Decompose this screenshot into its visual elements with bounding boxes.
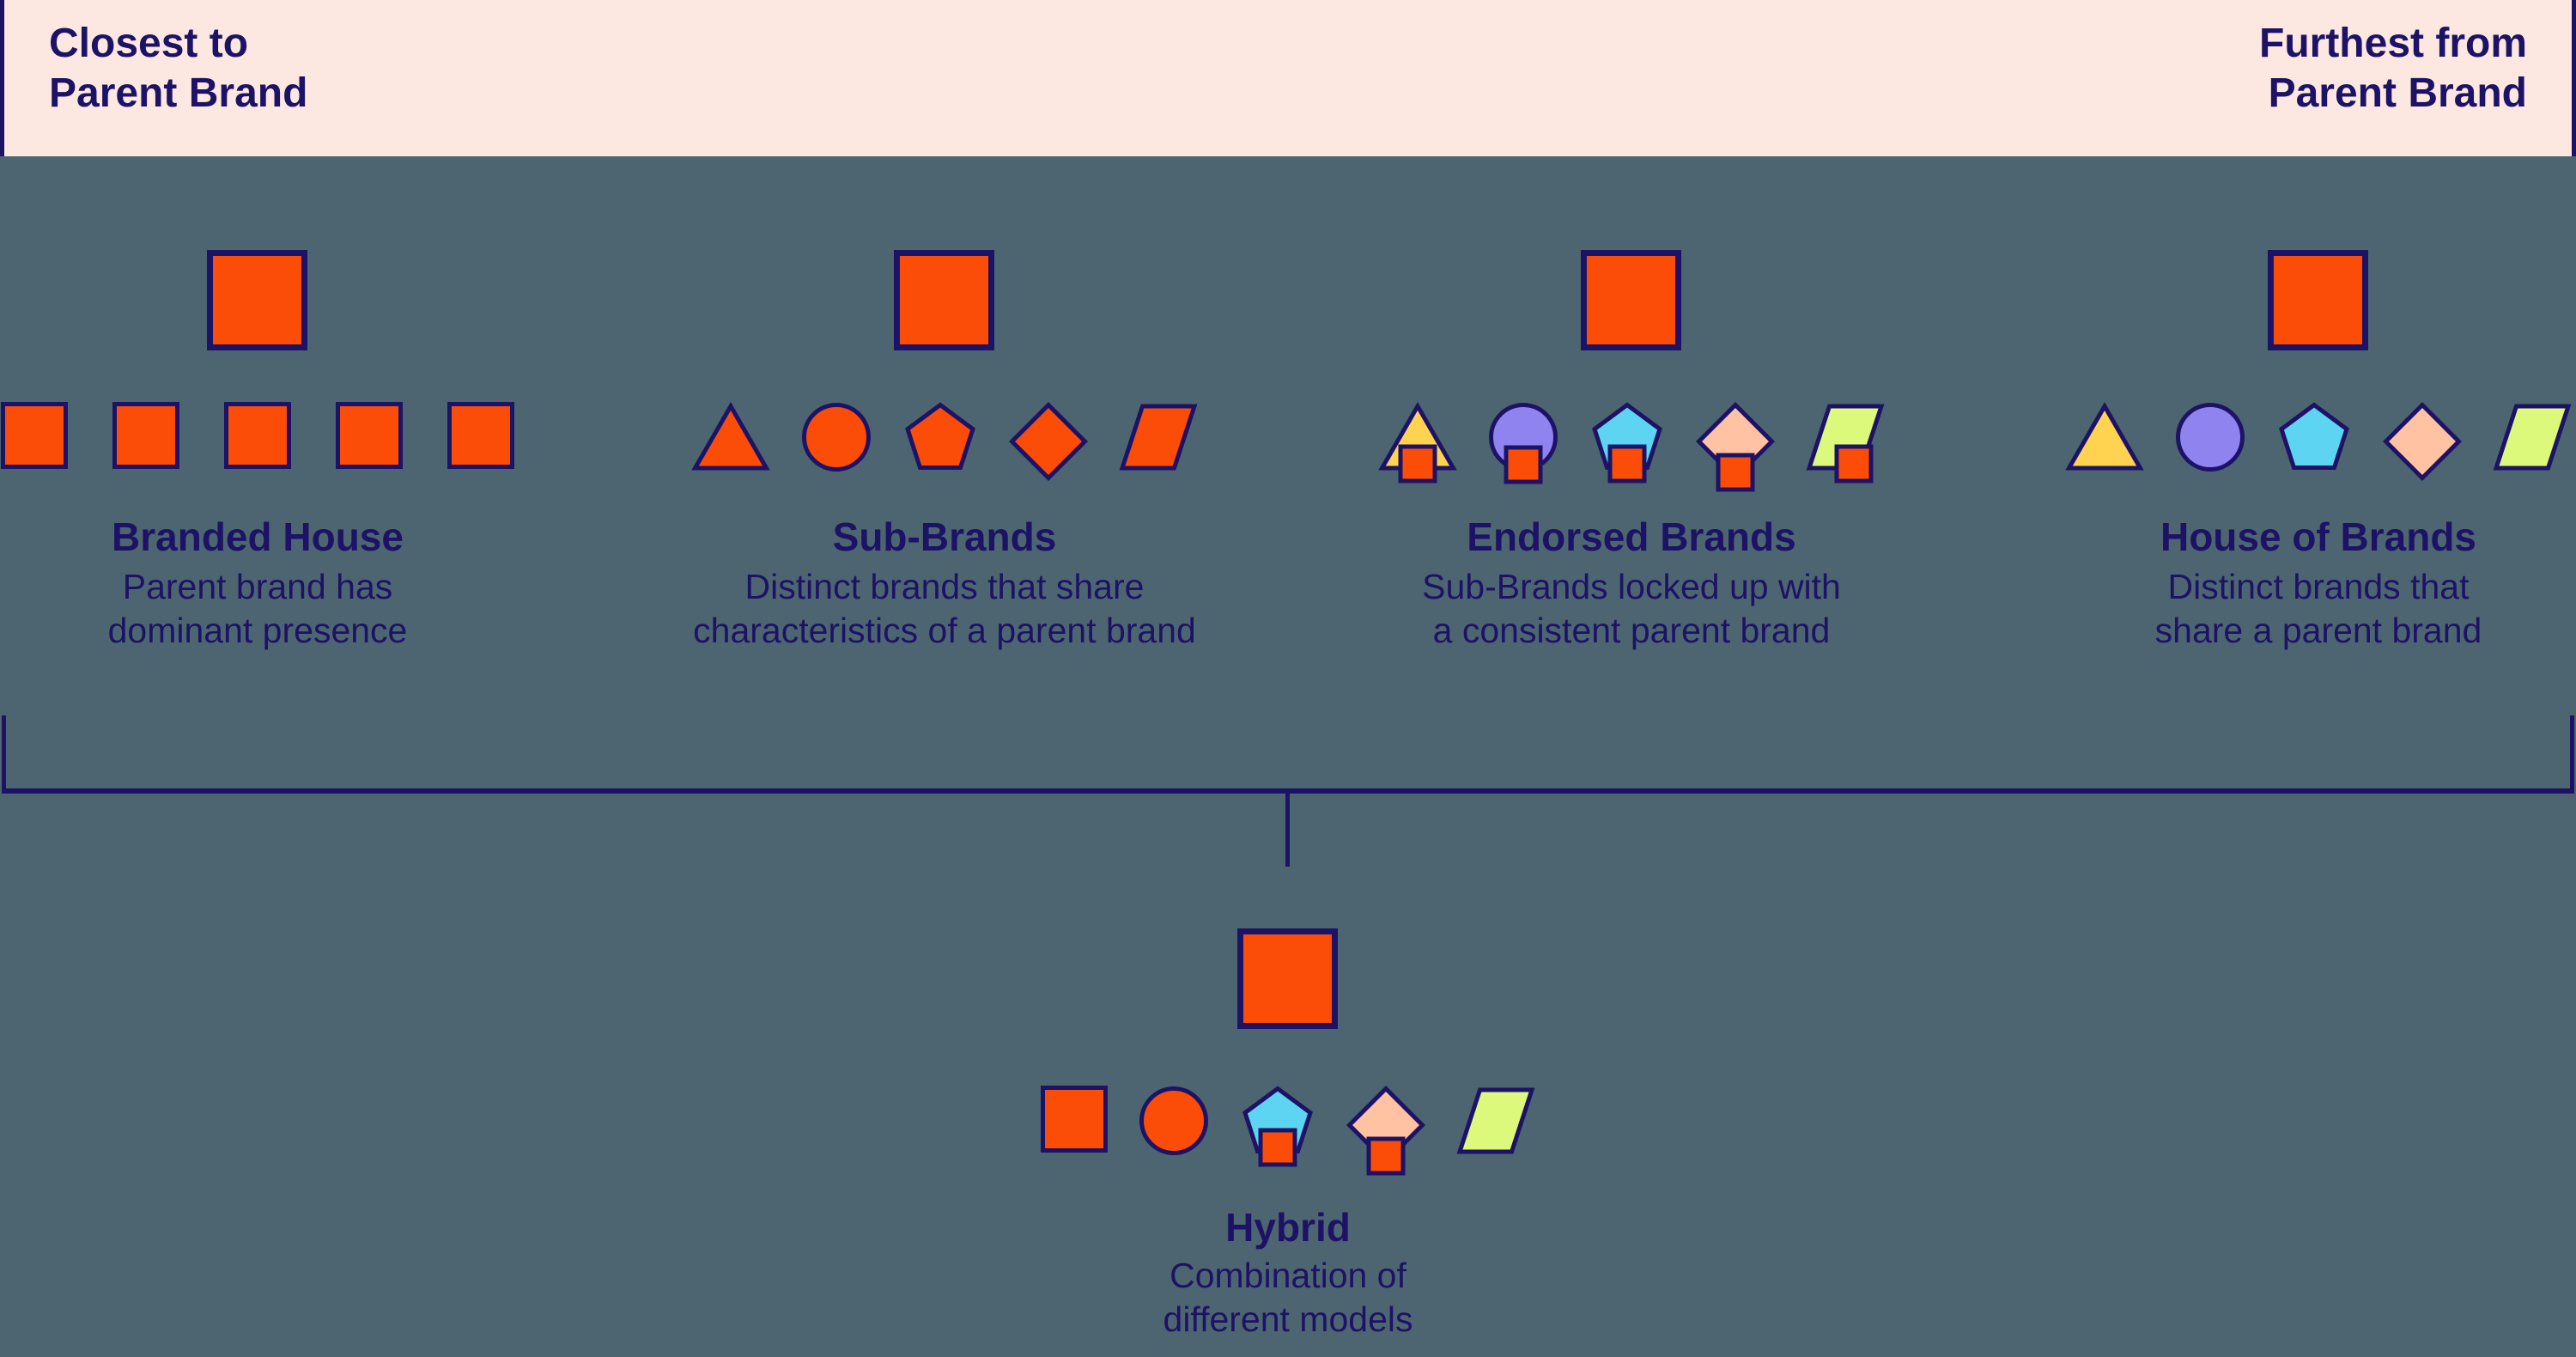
section-title: Hybrid xyxy=(1225,1205,1351,1250)
circle-shape xyxy=(2176,403,2245,472)
square-shape xyxy=(112,402,179,469)
parent-shape xyxy=(1581,250,1681,350)
pentagon-shape xyxy=(2279,402,2349,470)
parent-shape xyxy=(2268,250,2368,350)
triangle-shape xyxy=(1378,401,1457,484)
parallelogram-shape xyxy=(2493,404,2572,471)
section-description: Combination of different models xyxy=(1163,1256,1413,1339)
pentagon-shape xyxy=(1242,1086,1313,1167)
section-hybrid: Hybrid Combination of different models xyxy=(987,0,1589,1357)
parallelogram-shape xyxy=(1806,404,1885,484)
diamond-shape xyxy=(1695,401,1776,492)
parallelogram-shape xyxy=(1456,1087,1535,1154)
circle-shape xyxy=(802,403,871,472)
parallelogram-shape xyxy=(1119,404,1198,471)
triangle-shape xyxy=(691,401,770,471)
circle-shape xyxy=(1489,403,1558,484)
child-brands-row xyxy=(2018,401,2576,482)
square-shape xyxy=(1041,1086,1108,1153)
child-brands-row xyxy=(987,1085,1589,1177)
parent-brand-square xyxy=(1237,928,1338,1029)
pentagon-shape xyxy=(905,402,975,470)
column-endorsed-brands: Endorsed Brands Sub-Brands locked up wit… xyxy=(1331,0,1932,1357)
parent-shape xyxy=(894,250,994,350)
diamond-shape xyxy=(1346,1085,1426,1176)
column-title: Branded House xyxy=(112,514,404,559)
closest-to-parent-brand-label: Closest to Parent Brand xyxy=(49,21,308,116)
parent-brand-square xyxy=(894,250,994,350)
parent-brand-square xyxy=(1581,250,1681,350)
bracket-center-stem xyxy=(1285,794,1290,867)
child-brands-row xyxy=(644,401,1245,482)
square-shape xyxy=(224,402,291,469)
column-title: House of Brands xyxy=(2160,514,2477,559)
child-brands-row xyxy=(0,402,558,469)
column-house-of-brands: House of Brands Distinct brands that sha… xyxy=(2018,0,2576,1357)
parent-brand-spectrum-header: Closest to Parent Brand Furthest from Pa… xyxy=(0,0,2576,156)
column-description: Distinct brands that share characteristi… xyxy=(693,567,1196,650)
bracket-right-tick xyxy=(2570,715,2574,793)
circle-shape xyxy=(1139,1086,1208,1155)
column-description: Parent brand has dominant presence xyxy=(107,567,408,650)
square-shape xyxy=(1,402,68,469)
diamond-shape xyxy=(1008,401,1089,482)
column-description: Sub-Brands locked up with a consistent p… xyxy=(1422,567,1841,650)
square-shape xyxy=(336,402,403,469)
parent-brand-square xyxy=(2268,250,2368,350)
parent-shape xyxy=(1237,928,1338,1029)
furthest-from-parent-brand-label: Furthest from Parent Brand xyxy=(2259,21,2527,116)
column-description: Distinct brands that share a parent bran… xyxy=(2154,567,2482,650)
bracket-left-tick xyxy=(2,715,6,793)
column-title: Sub-Brands xyxy=(832,514,1057,559)
diamond-shape xyxy=(2382,401,2463,482)
square-shape xyxy=(447,402,514,469)
child-brands-row xyxy=(1331,401,1932,494)
column-branded-house: Branded House Parent brand has dominant … xyxy=(0,0,558,1357)
bracket-horizontal-line xyxy=(2,788,2574,794)
pentagon-shape xyxy=(1592,402,1662,484)
parent-brand-square xyxy=(207,250,307,350)
parent-shape xyxy=(207,250,307,350)
column-sub-brands: Sub-Brands Distinct brands that share ch… xyxy=(644,0,1245,1357)
column-title: Endorsed Brands xyxy=(1467,514,1796,559)
triangle-shape xyxy=(2065,401,2144,471)
